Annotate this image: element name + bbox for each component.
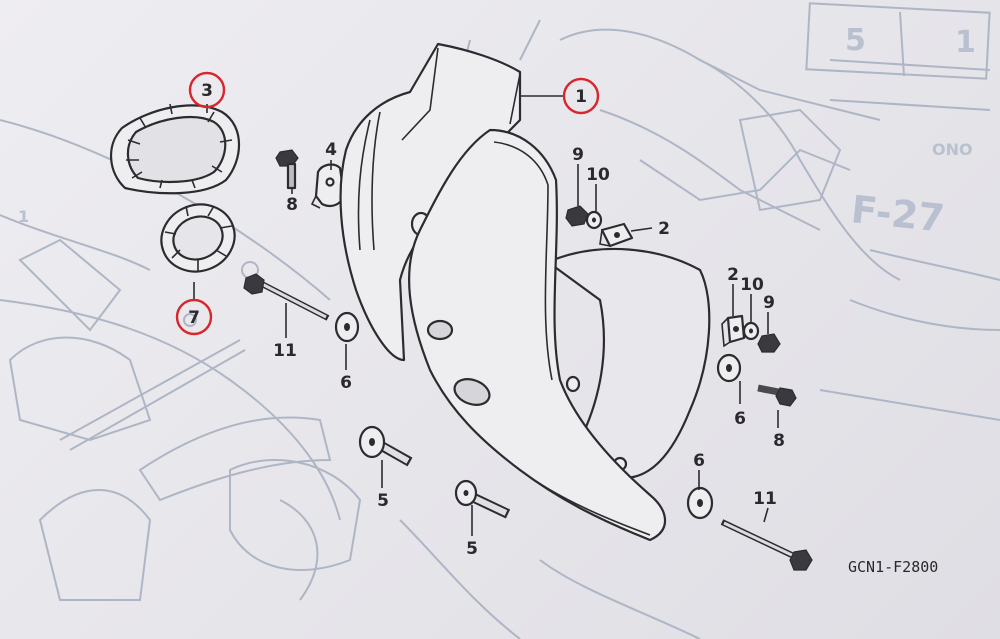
callout-6-lower: 6 bbox=[693, 451, 705, 471]
part-4-clip bbox=[310, 163, 346, 209]
ghost-page-ref: F-27 bbox=[849, 187, 947, 241]
callout-1: 1 bbox=[575, 87, 587, 107]
part-9-nut-right bbox=[757, 333, 781, 353]
part-5-collar-upper bbox=[358, 425, 413, 467]
callout-4: 4 bbox=[325, 140, 337, 160]
callout-9-right: 9 bbox=[763, 293, 775, 313]
part-7-ring-grommet bbox=[160, 203, 236, 273]
part-6-washer-left bbox=[334, 311, 360, 343]
callout-7: 7 bbox=[188, 308, 200, 328]
callout-2-right: 2 bbox=[727, 265, 739, 285]
ghost-box-number-left: 5 bbox=[845, 23, 866, 58]
part-5-collar-lower bbox=[454, 479, 511, 519]
part-10-washer-upper bbox=[585, 210, 603, 230]
callout-2-upper: 2 bbox=[658, 219, 670, 239]
part-11-long-bolt-right bbox=[720, 519, 813, 571]
callout-10-right: 10 bbox=[740, 275, 764, 295]
ghost-side-number: 1 bbox=[18, 207, 29, 226]
part-9-nut-upper bbox=[565, 205, 589, 227]
part-6-washer-lower bbox=[686, 486, 714, 520]
callout-numbers: 3 7 1 4 8 11 6 9 10 2 2 10 9 6 8 5 5 6 1… bbox=[188, 81, 785, 559]
diagram-code: GCN1-F2800 bbox=[848, 558, 938, 576]
callout-8-right: 8 bbox=[773, 431, 785, 451]
callout-3: 3 bbox=[201, 81, 213, 101]
highlight-circle-3 bbox=[188, 71, 226, 109]
callout-5-upper: 5 bbox=[377, 491, 389, 511]
part-1-side-cowl bbox=[339, 42, 711, 542]
part-10-washer-right bbox=[742, 321, 760, 341]
ghost-box-number-right: 1 bbox=[955, 25, 976, 60]
part-8-bolt-upper bbox=[275, 149, 299, 190]
part-2-clip-nut-upper bbox=[599, 222, 634, 248]
part-3-grommet-frame bbox=[109, 103, 241, 195]
callout-10-upper: 10 bbox=[586, 165, 610, 185]
leader-lines bbox=[193, 95, 779, 536]
ghost-corner-text: ONO bbox=[932, 140, 973, 159]
callout-11-right: 11 bbox=[753, 489, 777, 509]
highlight-circles bbox=[175, 71, 600, 336]
part-8-bolt-right bbox=[757, 384, 797, 407]
callout-11-left: 11 bbox=[273, 341, 297, 361]
callout-6-left: 6 bbox=[340, 373, 352, 393]
callout-8-upper: 8 bbox=[286, 195, 298, 215]
part-6-washer-right bbox=[716, 353, 742, 383]
part-2-clip-nut-right bbox=[721, 314, 746, 348]
highlight-circle-1 bbox=[562, 77, 600, 115]
callout-6-right: 6 bbox=[734, 409, 746, 429]
highlight-circle-7 bbox=[175, 298, 213, 336]
part-11-long-bolt-left bbox=[243, 273, 330, 321]
callout-9-upper: 9 bbox=[572, 145, 584, 165]
callout-5-lower: 5 bbox=[466, 539, 478, 559]
